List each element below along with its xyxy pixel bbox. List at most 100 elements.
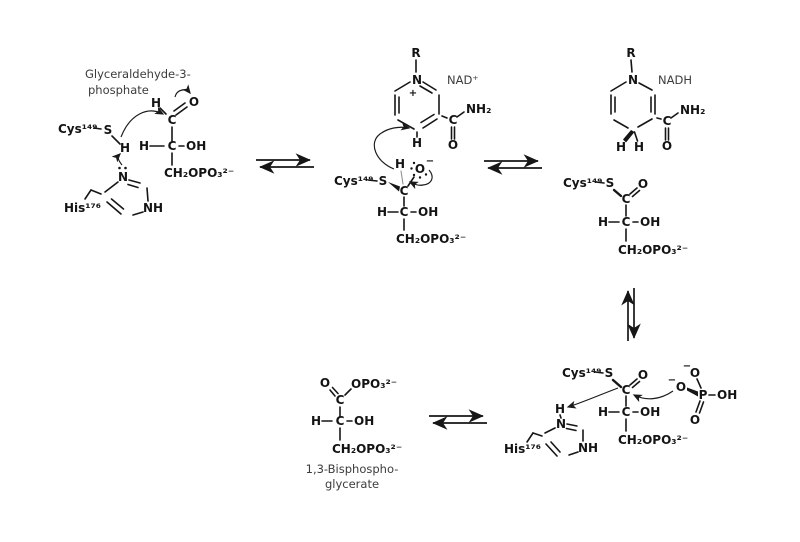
bond [633,131,639,142]
thiol-hydrogen: H [120,141,130,155]
lone-pair-dot [424,173,428,176]
bond [610,81,627,92]
bond [104,181,119,193]
nadh-label: NADH [658,73,692,87]
negative-charge: − [426,156,434,167]
lone-pair-dot [412,173,416,177]
substrate-label-line1: Glyceraldehyde-3- [85,67,191,81]
carbonyl-o: O [638,368,648,382]
aldehyde-o: O [189,95,199,109]
arrow-alkoxide-collapse [408,169,433,190]
bond [132,211,144,216]
amide-c: C [449,113,458,127]
double-bond [565,427,577,432]
substrate-label-line2: phosphate [88,83,149,97]
sulfur-atom: S [104,123,113,137]
amide-o: O [448,138,458,152]
amide-nh2: NH₂ [466,102,491,116]
c4-h-left: H [616,140,626,154]
double-bond [545,443,558,457]
r-group: R [411,46,420,60]
double-bond [695,400,701,413]
bond [146,187,149,202]
his176-label: His¹⁷⁶ [64,201,101,215]
c2-oh: OH [186,139,206,153]
double-bond [106,201,122,215]
phosphate-o-top: O [690,366,700,380]
positive-charge: + [409,88,417,99]
carbonyl-o: O [638,177,648,191]
c1-opo3-group: OPO₃²⁻ [351,377,397,391]
c2-oh: OH [640,215,660,229]
his-ring-nh: NH [143,201,163,215]
hydride-h: H [395,157,405,171]
bond [90,189,102,195]
bond [344,388,352,396]
c2-h: H [377,205,387,219]
aldehyde-h: H [151,96,161,110]
double-bond [331,386,339,395]
double-bond [629,378,638,386]
c3-phosphate-group: CH₂OPO₃²⁻ [618,243,688,257]
bond [544,427,556,434]
bond [394,81,411,92]
product-name-line2: glycerate [325,477,379,491]
bond-h-c [400,170,404,185]
ring-c4-h: H [412,136,422,150]
bond [441,115,448,119]
bond-s-c [611,378,623,389]
bond [559,414,562,419]
arrow-his-deprotonates-thiol [111,153,123,166]
c2: C [622,215,631,229]
sulfur-atom: S [606,176,615,190]
bond [670,112,679,119]
double-bond [629,187,638,195]
bond [696,378,702,389]
double-bond [419,85,433,94]
ring-nitrogen: N [628,73,638,87]
panel-phosphorolysis: Cys¹⁴⁹ S C O H C OH CH₂OPO₃²⁻ H N NH His… [504,361,737,457]
nad-plus-label: NAD⁺ [447,73,478,87]
c2: C [622,405,631,419]
bond [637,118,653,128]
cys149-label: Cys¹⁴⁹ [562,366,602,380]
r-group: R [626,46,635,60]
c1: C [336,393,345,407]
double-bond [110,198,125,210]
bond [594,371,604,374]
panel-product: O OPO₃²⁻ C H C OH CH₂OPO₃²⁻ 1,3-Bisphosp… [306,376,403,491]
lone-pair-dot [418,176,422,179]
lone-pair-dot [118,166,121,170]
c2: C [168,139,177,153]
equilibrium-arrow-2 [484,154,542,175]
his-ring-n: N [118,170,128,184]
sulfur-atom: S [379,174,388,188]
arrow-phosphate-attacks-c [632,390,674,403]
arrow-hydride-to-nad [373,122,411,170]
c2-oh: OH [640,405,660,419]
double-bond [329,389,336,397]
lone-pair-dot [124,166,127,170]
sulfur-atom: S [605,366,614,380]
double-bond [173,102,186,112]
panel-nad-adduct: R N + NAD⁺ H C O NH₂ Cys¹⁴⁹ S H C O − [334,46,491,246]
alkoxide-o: O [415,162,425,176]
aldehyde-c: C [168,113,177,127]
thiohemiacetal-c: C [400,184,409,198]
bond [84,189,92,200]
bond [93,127,102,130]
phosphate-o-attacking: O [676,380,686,394]
lone-pair-dot [410,167,413,170]
bond [407,176,415,187]
amide-o: O [662,139,672,153]
equilibrium-arrow-bottom [429,409,487,430]
c3-phosphate-group: CH₂OPO₃²⁻ [396,232,466,246]
his-ring-n: N [556,417,566,431]
equilibrium-arrow-vertical [621,288,641,341]
amide-c: C [663,114,672,128]
wedge-bond-o-p [687,387,698,397]
c2-h: H [598,405,608,419]
arrow-to-his-proton [566,387,619,409]
